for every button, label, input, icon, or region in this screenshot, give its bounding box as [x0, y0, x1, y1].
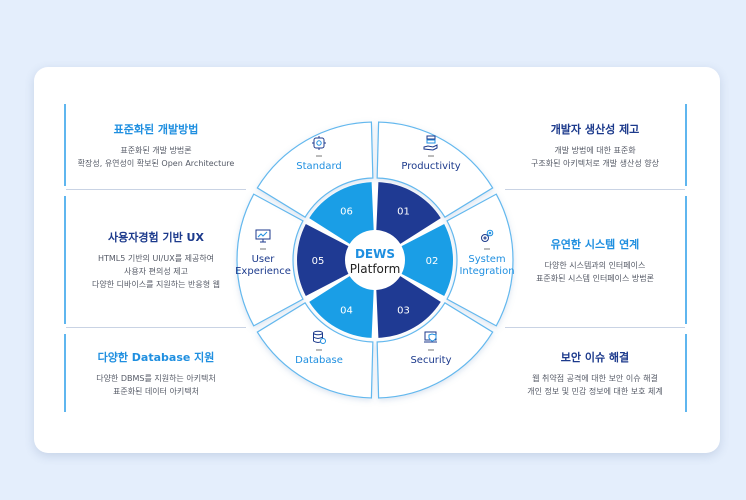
segment-label: Productivity — [401, 161, 460, 172]
panel-security: 보안 이슈 해결 웹 취약점 공격에 대한 보안 이슈 해결 개인 정보 및 민… — [505, 334, 687, 412]
separator-line — [66, 189, 246, 190]
separator-line — [66, 327, 246, 328]
panel-line: HTML5 기반의 UI/UX를 제공하여 — [97, 254, 215, 263]
gears-icon — [481, 229, 494, 242]
panel-title: 보안 이슈 해결 — [560, 350, 630, 364]
panel-title: 개발자 생산성 제고 — [550, 122, 640, 136]
segment-number: 06 — [340, 207, 353, 218]
segment-number: 03 — [397, 305, 410, 316]
panel-integration: 유연한 시스템 연계 다양한 시스템과의 인터페이스 표준화된 시스템 인터페이… — [505, 196, 687, 324]
panel-line: 다양한 디바이스를 지원하는 반응형 웹 — [92, 280, 220, 289]
outer-segment-security — [376, 302, 494, 399]
panel-line: 확장성, 유연성이 확보된 Open Architecture — [77, 158, 235, 168]
panel-title: 표준화된 개발방법 — [113, 122, 199, 136]
panel-title: 사용자경험 기반 UX — [108, 231, 204, 244]
panel-line: 표준화된 데이터 아키텍처 — [112, 386, 200, 396]
inner-segment-02 — [401, 223, 453, 297]
panel-line: 표준화된 개발 방법론 — [120, 145, 192, 155]
outer-segment-user — [236, 193, 304, 327]
separator-line — [505, 327, 685, 328]
segment-label: Integration — [459, 266, 514, 277]
panel-line: 다양한 DBMS를 지원하는 아키텍처 — [96, 373, 216, 383]
separator-line — [505, 189, 685, 190]
segment-number: 02 — [426, 256, 439, 267]
panel-database: 다양한 Database 지원 다양한 DBMS를 지원하는 아키텍처 표준화된… — [64, 334, 246, 412]
shield-laptop-icon — [424, 331, 437, 343]
panel-line: 웹 취약점 공격에 대한 보안 이슈 해결 — [532, 373, 658, 383]
panel-line: 구조화된 아키텍처로 개발 생산성 향상 — [531, 158, 659, 168]
segment-number: 04 — [340, 305, 353, 316]
segment-number: 01 — [397, 207, 410, 218]
segment-label: System — [468, 254, 505, 265]
outer-segment-productivity — [376, 121, 494, 218]
panel-line: 사용자 편의성 제고 — [124, 267, 188, 276]
inner-segment-03 — [376, 276, 441, 338]
segment-label: Experience — [235, 266, 291, 277]
panel-standard: 표준화된 개발방법 표준화된 개발 방법론 확장성, 유연성이 확보된 Open… — [64, 104, 246, 186]
panel-title: 유연한 시스템 연계 — [550, 237, 640, 251]
panel-line: 다양한 시스템과의 인터페이스 — [544, 260, 646, 270]
panel-ux: 사용자경험 기반 UX HTML5 기반의 UI/UX를 제공하여 사용자 편의… — [64, 196, 246, 324]
outer-segment-standard — [256, 121, 374, 218]
panel-productivity: 개발자 생산성 제고 개발 방법에 대한 표준화 구조화된 아키텍처로 개발 생… — [505, 104, 687, 186]
server-hand-icon — [423, 135, 438, 151]
inner-segment-06 — [309, 182, 374, 244]
database-icon — [313, 330, 326, 344]
segment-label: Security — [410, 355, 451, 366]
monitor-icon — [255, 229, 271, 243]
outer-segment-system — [446, 193, 514, 327]
settings-icon — [312, 136, 326, 151]
panel-line: 개발 방법에 대한 표준화 — [554, 145, 636, 155]
inner-segment-05 — [297, 223, 349, 297]
center-subtitle: Platform — [350, 262, 401, 276]
panel-line: 개인 정보 및 민감 정보에 대한 보호 체계 — [527, 386, 663, 396]
panel-title: 다양한 Database 지원 — [97, 350, 215, 364]
center-title: DEWS — [355, 247, 395, 261]
segment-label: User — [252, 254, 276, 265]
panel-line: 표준화된 시스템 인터페이스 방법론 — [535, 273, 655, 283]
inner-segment-01 — [376, 182, 441, 244]
segment-label: Standard — [296, 161, 342, 172]
segment-number: 05 — [312, 256, 325, 267]
segment-label: Database — [295, 355, 343, 366]
inner-segment-04 — [309, 276, 374, 338]
center-hub — [347, 232, 403, 288]
outer-segment-database — [256, 302, 374, 399]
